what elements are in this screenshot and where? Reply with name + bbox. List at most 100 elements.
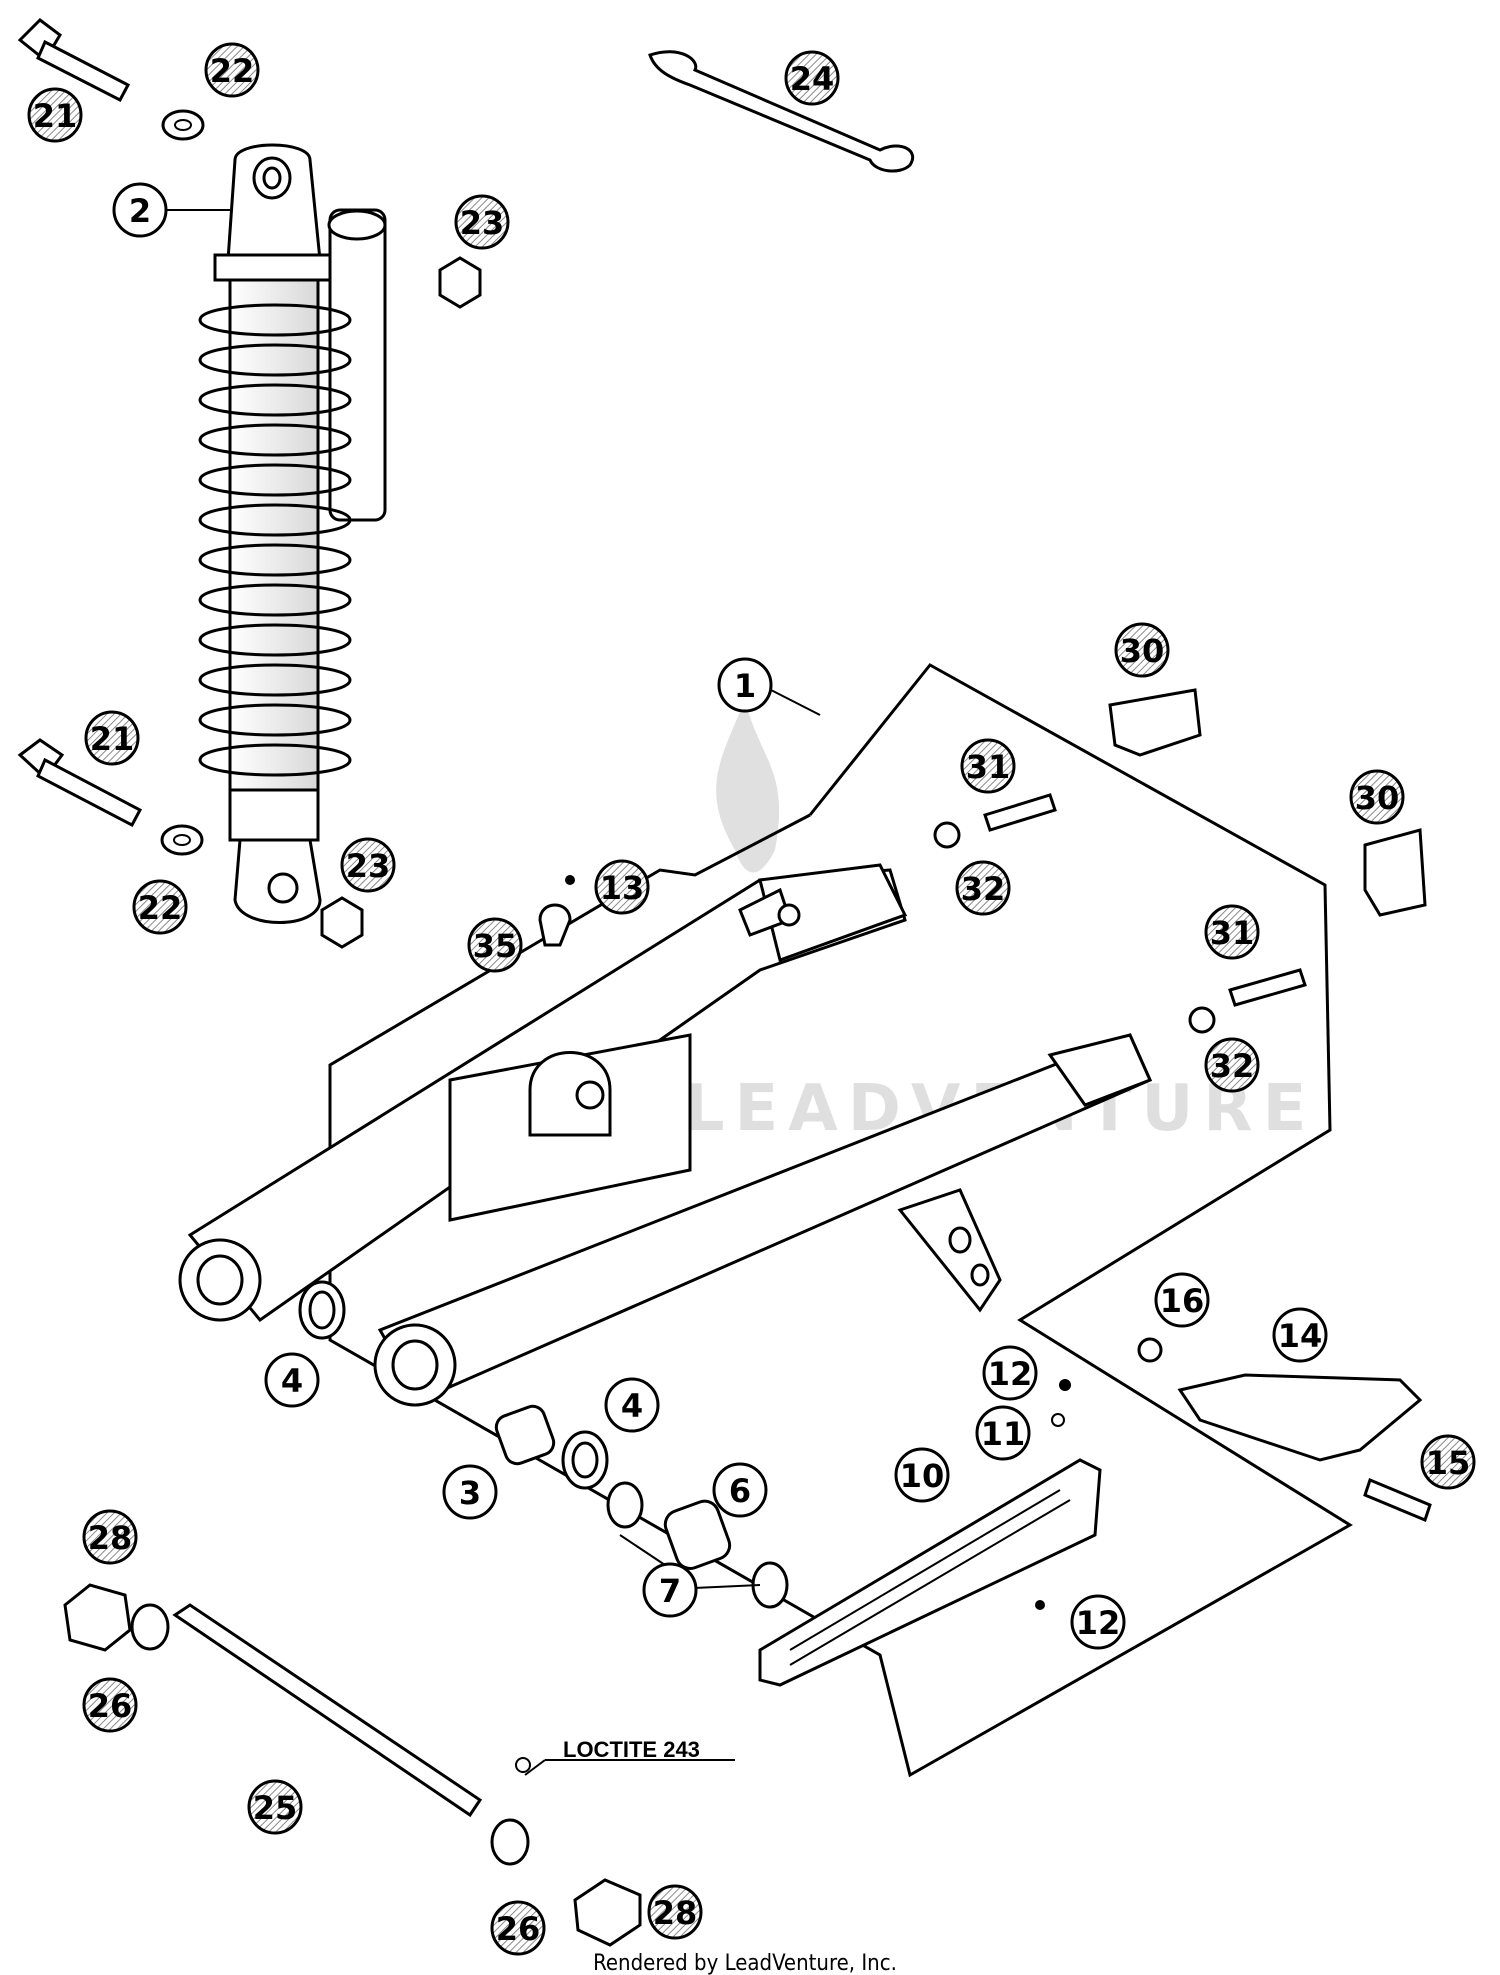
- callout-32-upper: 32: [955, 860, 1011, 916]
- hook-wrench-24: [648, 50, 914, 173]
- bolt-31-lower: [1228, 968, 1307, 1007]
- axle-25-end: [515, 1757, 531, 1773]
- callout-35: 35: [467, 917, 523, 973]
- washer-26-left: [130, 1603, 170, 1651]
- callout-12-lower: 12: [1070, 1594, 1126, 1650]
- svg-text:6: 6: [729, 1472, 751, 1510]
- screw-13: [565, 875, 575, 885]
- nut-28-right: [573, 1878, 642, 1947]
- callout-21-upper: 21: [27, 87, 83, 143]
- callout-25: 25: [247, 1779, 303, 1835]
- svg-text:28: 28: [88, 1519, 133, 1557]
- callout-30-lower: 30: [1349, 769, 1405, 825]
- callout-13: 13: [594, 859, 650, 915]
- callout-22-lower: 22: [132, 879, 188, 935]
- svg-text:31: 31: [1210, 914, 1255, 952]
- swingarm-body: [178, 863, 1153, 1407]
- callout-31-upper: 31: [960, 738, 1016, 794]
- svg-text:26: 26: [496, 1910, 541, 1948]
- callout-1: 1: [717, 657, 773, 713]
- callout-2: 2: [112, 182, 168, 238]
- svg-text:22: 22: [138, 889, 183, 927]
- callout-23-lower: 23: [340, 837, 396, 893]
- callout-26-right: 26: [490, 1900, 546, 1956]
- svg-text:35: 35: [473, 927, 518, 965]
- bearing-parts: [298, 1280, 789, 1609]
- callout-3: 3: [442, 1464, 498, 1520]
- callout-16: 16: [1154, 1272, 1210, 1328]
- callout-26-left: 26: [82, 1677, 138, 1733]
- chain-guard-14: [1177, 1373, 1423, 1462]
- washer-26-right: [490, 1818, 530, 1866]
- callout-31-lower: 31: [1204, 904, 1260, 960]
- nut-32-lower: [1188, 1006, 1216, 1034]
- washer-22-upper-hole: [174, 119, 192, 131]
- svg-text:32: 32: [1210, 1047, 1255, 1085]
- nut-23-upper: [438, 256, 482, 309]
- callout-14: 14: [1272, 1307, 1328, 1363]
- swingarm-group-outline: [328, 663, 1353, 1778]
- callout-11: 11: [975, 1405, 1031, 1461]
- callout-4-right: 4: [604, 1377, 660, 1433]
- svg-text:22: 22: [210, 52, 255, 90]
- svg-text:2: 2: [129, 192, 151, 230]
- axle-25: [172, 1603, 483, 1818]
- svg-text:28: 28: [653, 1894, 698, 1932]
- svg-text:31: 31: [966, 748, 1011, 786]
- callout-32-lower: 32: [1204, 1037, 1260, 1093]
- chain-slider-10-detail: [789, 1489, 1071, 1666]
- svg-text:11: 11: [981, 1415, 1026, 1453]
- loctite-note: LOCTITE 243: [563, 1737, 700, 1762]
- screw-12-upper: [1059, 1379, 1071, 1391]
- svg-text:23: 23: [346, 847, 391, 885]
- callout-24: 24: [784, 50, 840, 106]
- nut-16: [1137, 1337, 1163, 1363]
- washer-22-lower-hole: [173, 834, 191, 846]
- callout-4-left: 4: [264, 1352, 320, 1408]
- bolt-21-lower: [17, 738, 143, 828]
- svg-text:14: 14: [1278, 1317, 1323, 1355]
- svg-text:12: 12: [1076, 1604, 1121, 1642]
- callout-12-upper: 12: [982, 1345, 1038, 1401]
- svg-text:15: 15: [1426, 1444, 1471, 1482]
- bolt-31-upper: [983, 793, 1057, 832]
- callout-23-upper: 23: [454, 194, 510, 250]
- shock-absorber: [198, 143, 387, 924]
- callout-30-upper: 30: [1114, 622, 1170, 678]
- svg-text:10: 10: [900, 1457, 945, 1495]
- svg-text:30: 30: [1355, 779, 1400, 817]
- washer-11: [1051, 1413, 1065, 1427]
- callout-15: 15: [1420, 1434, 1476, 1490]
- screw-12-lower: [1035, 1600, 1045, 1610]
- svg-text:7: 7: [659, 1572, 681, 1610]
- leader-lines: [165, 209, 821, 1776]
- nut-28-left: [63, 1583, 132, 1652]
- callout-28-left: 28: [82, 1509, 138, 1565]
- svg-text:4: 4: [281, 1362, 303, 1400]
- callout-6: 6: [712, 1462, 768, 1518]
- rendered-by-footer: Rendered by LeadVenture, Inc.: [593, 1951, 897, 1975]
- callout-10: 10: [894, 1447, 950, 1503]
- svg-text:25: 25: [253, 1789, 298, 1827]
- svg-text:24: 24: [790, 60, 835, 98]
- nut-23-lower: [320, 896, 364, 949]
- callout-28-right: 28: [647, 1884, 703, 1940]
- svg-text:23: 23: [460, 204, 505, 242]
- bolt-21-upper: [17, 18, 131, 103]
- svg-text:21: 21: [90, 720, 135, 758]
- svg-text:26: 26: [88, 1687, 133, 1725]
- clip-35: [538, 903, 572, 947]
- svg-text:4: 4: [621, 1387, 643, 1425]
- svg-text:32: 32: [961, 870, 1006, 908]
- svg-text:13: 13: [600, 869, 645, 907]
- bracket-30-lower: [1363, 828, 1427, 917]
- svg-text:1: 1: [734, 667, 756, 705]
- callout-7: 7: [642, 1562, 698, 1618]
- svg-text:30: 30: [1120, 632, 1165, 670]
- svg-text:21: 21: [33, 97, 78, 135]
- bolt-15: [1363, 1477, 1432, 1523]
- callout-22-upper: 22: [204, 42, 260, 98]
- bracket-30-upper: [1108, 688, 1202, 757]
